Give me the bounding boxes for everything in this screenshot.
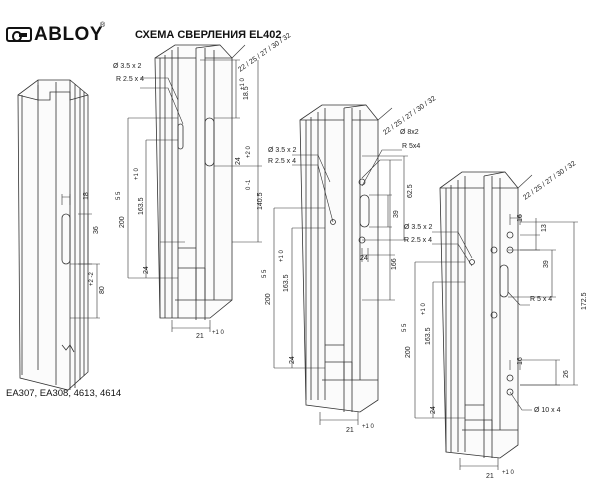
dim-172-5: 172.5 (581, 292, 588, 310)
dim-24-bottom-3: 24 (289, 356, 296, 364)
tol-24-top: +2 0 (246, 145, 252, 158)
dim-80: 80 (99, 286, 106, 294)
dim-200-2: 200 (119, 216, 126, 228)
radius-spec-5-4: R 5 x 4 (530, 296, 552, 303)
dim-24-bottom-4: 24 (430, 406, 437, 414)
dim-18-5: 18.5 (243, 86, 250, 100)
dim-200-3: 200 (265, 293, 272, 305)
tol-200-3: 5 5 (262, 269, 268, 278)
dim-24-top: 24 (235, 157, 242, 165)
profile-diagram-4: 22 / 25 / 27 / 30 / 32 16 13 Ø 3.5 x 2 R… (402, 160, 588, 480)
profile-diagram-1: 18 36 80 +2 -2 (17, 79, 106, 391)
dim-36: 36 (93, 226, 100, 234)
dim-39-3: 39 (393, 210, 400, 218)
compatible-models-caption: EA307, EA308, 4613, 4614 (6, 388, 122, 399)
tol-80: +2 -2 (89, 271, 95, 286)
tol-163-5-2: +1 0 (134, 167, 140, 180)
tol-21-3: +1 0 (362, 424, 375, 430)
dim-26: 26 (563, 370, 570, 378)
profile-sizes-4: 22 / 25 / 27 / 30 / 32 (522, 160, 577, 202)
profile-diagram-2: 22 / 25 / 27 / 30 / 32 Ø 3.5 x 2 R 2.5 x… (113, 32, 292, 340)
dim-13: 13 (541, 224, 548, 232)
radius-spec-2: R 2.5 x 4 (116, 76, 144, 83)
hole-spec-4: Ø 3.5 x 2 (404, 224, 433, 231)
page-title: СХЕМА СВЕРЛЕНИЯ EL402 (135, 29, 282, 41)
radius-spec-5-3: R 5x4 (402, 143, 420, 150)
dim-21-3: 21 (346, 427, 354, 434)
tol-21-4: +1 0 (502, 470, 515, 476)
hole-spec-2: Ø 3.5 x 2 (113, 63, 142, 70)
dim-140-5: 140.5 (257, 192, 264, 210)
dim-21-2: 21 (196, 333, 204, 340)
tol-18-5: +1 0 (240, 77, 246, 90)
dim-200-4: 200 (405, 346, 412, 358)
tol-200-4: 5 5 (402, 323, 408, 332)
dim-163-5-3: 163.5 (283, 274, 290, 292)
dim-163-5-4: 163.5 (425, 327, 432, 345)
dim-24-bottom-2: 24 (143, 266, 150, 274)
dim-39-4: 39 (543, 260, 550, 268)
profile-diagram-3: 22 / 25 / 27 / 30 / 32 Ø 8x2 R 5x4 Ø 3.5… (262, 95, 437, 434)
dim-18: 18 (83, 192, 90, 200)
dim-62-5: 62.5 (407, 184, 414, 198)
radius-spec-3: R 2.5 x 4 (268, 158, 296, 165)
brand-name: ABLOY (34, 24, 103, 45)
tol-163-5-4: +1 0 (421, 302, 427, 315)
dim-21-4: 21 (486, 473, 494, 480)
tol-200-2: 5 5 (116, 191, 122, 200)
tol-163-5-3: +1 0 (279, 249, 285, 262)
dim-163-5-2: 163.5 (138, 197, 145, 215)
hole-spec-3: Ø 3.5 x 2 (268, 147, 297, 154)
radius-spec-4: R 2.5 x 4 (404, 237, 432, 244)
hole-spec-10: Ø 10 x 4 (534, 407, 561, 414)
hole-spec-8: Ø 8x2 (400, 129, 419, 136)
registered-mark: ® (100, 22, 106, 29)
dim-24-mid: 24 (360, 255, 368, 262)
tol-21-2: +1 0 (212, 330, 225, 336)
tol-140-5: 0 -1 (246, 179, 252, 190)
dim-16-top: 16 (517, 214, 524, 222)
abloy-logo-icon (6, 27, 32, 42)
dim-166: 166 (391, 258, 398, 270)
dim-16-bottom: 16 (517, 357, 524, 365)
profile-sizes-2: 22 / 25 / 27 / 30 / 32 (237, 32, 292, 74)
